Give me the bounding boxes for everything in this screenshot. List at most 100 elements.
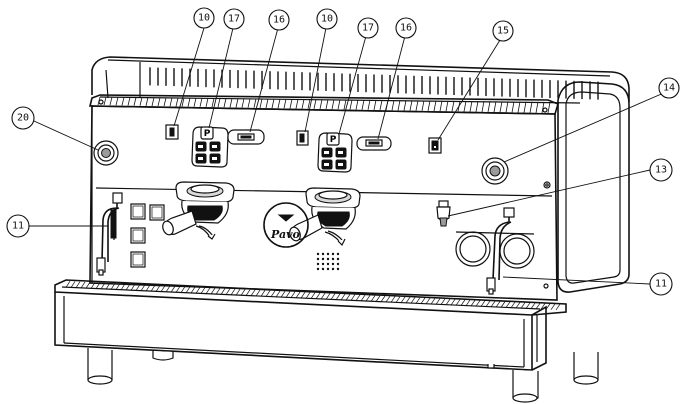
callout-label: 14 bbox=[663, 83, 675, 94]
hatch-line bbox=[115, 97, 119, 106]
left-steam-knob bbox=[93, 140, 119, 166]
hatch-line bbox=[510, 301, 516, 309]
hatch-line bbox=[295, 291, 301, 299]
callout-15: 15 bbox=[492, 20, 514, 42]
speaker-hole bbox=[336, 267, 340, 271]
hatch-line bbox=[320, 292, 326, 300]
hatch-line bbox=[450, 299, 456, 306]
speaker-hole bbox=[316, 267, 320, 271]
hatch-line bbox=[100, 282, 106, 290]
hatch-line bbox=[307, 99, 311, 109]
hatch-line bbox=[277, 98, 281, 109]
hatch-line bbox=[451, 100, 455, 112]
callout-label: 16 bbox=[273, 15, 285, 26]
hatch-line bbox=[245, 289, 251, 296]
group1-display bbox=[227, 129, 265, 145]
hatch-line bbox=[270, 290, 276, 297]
speaker-hole bbox=[331, 257, 335, 261]
hatch-line bbox=[331, 99, 335, 110]
speaker-hole bbox=[316, 257, 320, 261]
hatch-line bbox=[465, 299, 471, 306]
hatch-line bbox=[181, 97, 185, 107]
hatch-line bbox=[260, 290, 266, 297]
hatch-line bbox=[259, 98, 263, 109]
hatch-line bbox=[85, 281, 91, 289]
hatch-line bbox=[271, 98, 275, 109]
hatch-line bbox=[235, 98, 239, 108]
hatch-line bbox=[193, 97, 197, 107]
hatch-line bbox=[430, 298, 436, 305]
hatch-line bbox=[499, 101, 503, 113]
hatch-line bbox=[505, 101, 509, 113]
speaker-hole bbox=[331, 262, 335, 266]
hatch-line bbox=[397, 100, 401, 111]
hatch-line bbox=[390, 296, 396, 303]
right-side-panel bbox=[557, 81, 630, 293]
hatch-line bbox=[405, 296, 411, 304]
hatch-line bbox=[290, 291, 296, 298]
hatch-line bbox=[247, 98, 251, 108]
hatch-line bbox=[475, 101, 479, 112]
hatch-line bbox=[500, 301, 506, 308]
hatch-line bbox=[485, 300, 491, 307]
speaker-hole bbox=[336, 252, 340, 256]
hatch-line bbox=[345, 294, 351, 301]
hatch-line bbox=[65, 280, 71, 288]
hatch-line bbox=[140, 284, 146, 292]
hatch-line bbox=[157, 97, 161, 107]
hatch-line bbox=[150, 284, 156, 292]
hatch-line bbox=[190, 286, 196, 294]
speaker-hole bbox=[336, 257, 340, 261]
hatch-line bbox=[367, 99, 371, 110]
speaker-hole bbox=[321, 252, 325, 256]
hatch-line bbox=[403, 100, 407, 111]
hatch-line bbox=[435, 298, 441, 305]
hatch-line bbox=[115, 283, 121, 290]
speaker-grille bbox=[316, 252, 340, 271]
hatch-line bbox=[340, 293, 346, 301]
speaker-hole bbox=[316, 252, 320, 256]
hatch-line bbox=[223, 98, 227, 108]
hatch-line bbox=[145, 97, 149, 106]
hatch-line bbox=[515, 302, 521, 309]
hatch-line bbox=[133, 97, 137, 106]
callout-11-left: 11 bbox=[6, 214, 30, 238]
callout-14: 14 bbox=[658, 77, 680, 99]
callout-label: 13 bbox=[655, 165, 667, 176]
hatch-line bbox=[375, 295, 381, 302]
hatch-line bbox=[80, 281, 86, 289]
callout-label: 16 bbox=[400, 23, 412, 34]
hatch-line bbox=[400, 296, 406, 303]
hatch-line bbox=[325, 99, 329, 110]
hatch-line bbox=[370, 295, 376, 302]
hot-water-tap bbox=[436, 200, 451, 227]
hatch-line bbox=[250, 289, 256, 297]
hatch-line bbox=[170, 285, 176, 293]
hatch-line bbox=[120, 283, 126, 291]
hatch-line bbox=[125, 283, 131, 291]
hatch-line bbox=[205, 98, 209, 108]
callout-label: 15 bbox=[497, 26, 509, 37]
group1-keypad: P bbox=[191, 126, 229, 168]
hatch-line bbox=[505, 301, 511, 308]
group-head-1 bbox=[162, 181, 235, 240]
hatch-line bbox=[469, 101, 473, 112]
hatch-line bbox=[350, 294, 356, 301]
hatch-line bbox=[151, 97, 155, 107]
group2-keypad: P bbox=[317, 132, 353, 173]
hatch-line bbox=[225, 288, 231, 295]
keypad1-letter: P bbox=[204, 129, 211, 139]
top-grill bbox=[88, 94, 559, 115]
keypad2-letter: P bbox=[330, 135, 337, 145]
speaker-hole bbox=[326, 252, 330, 256]
speaker-hole bbox=[321, 262, 325, 266]
hatch-line bbox=[295, 99, 299, 109]
hatch-line bbox=[105, 282, 111, 290]
hatch-line bbox=[555, 304, 561, 311]
hatch-line bbox=[439, 100, 443, 112]
callout-11-right: 11 bbox=[649, 272, 673, 296]
hatch-line bbox=[433, 100, 437, 112]
hatch-line bbox=[523, 101, 527, 113]
hatch-line bbox=[95, 282, 101, 289]
left-button-stack bbox=[130, 203, 165, 268]
